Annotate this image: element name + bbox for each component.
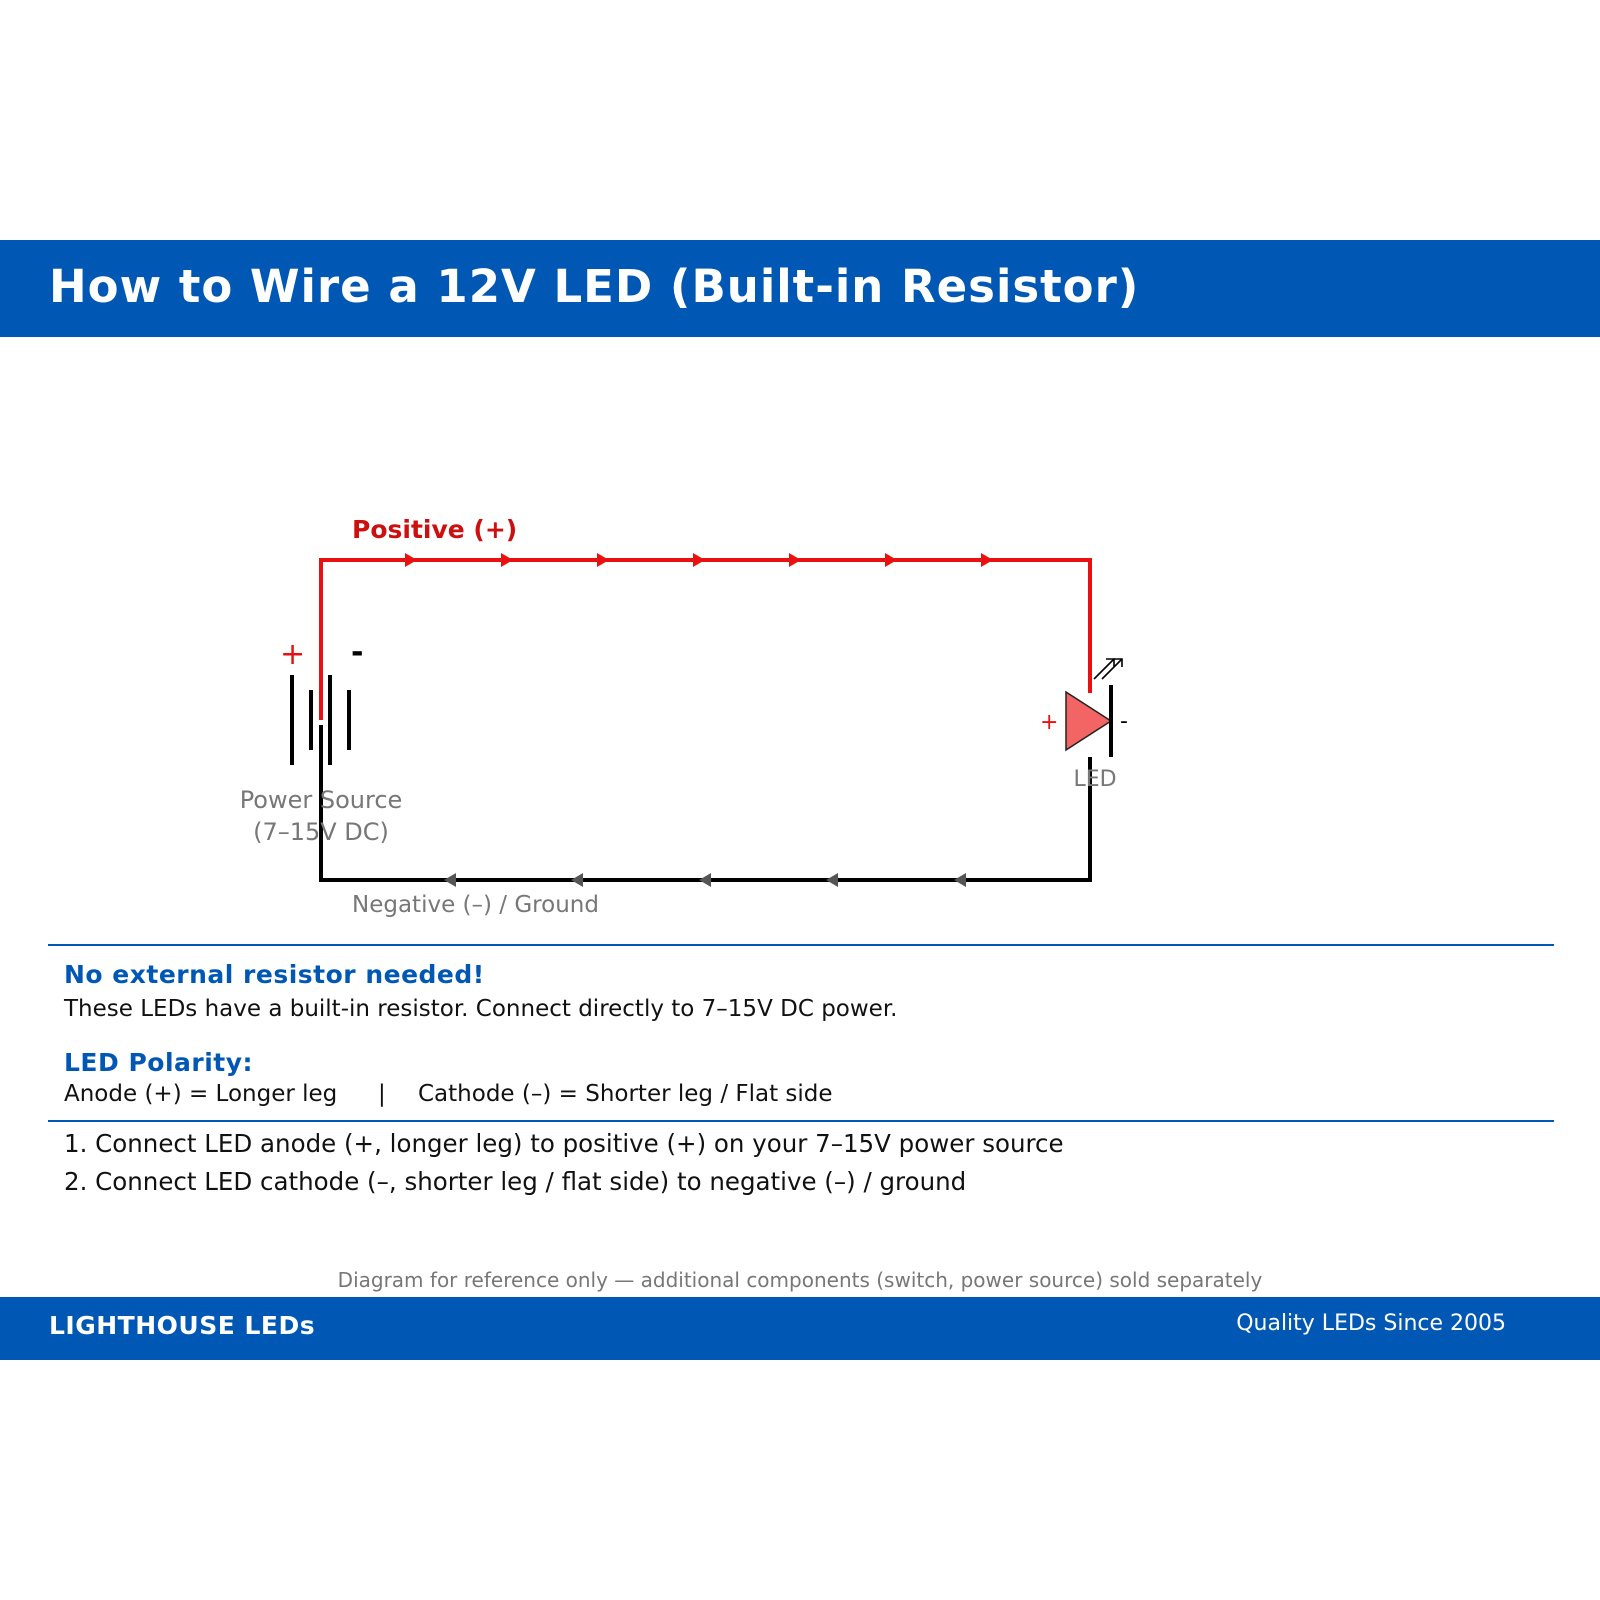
battery-label-line1: Power Source xyxy=(240,786,403,814)
battery-symbol xyxy=(290,675,351,765)
led-symbol xyxy=(1065,658,1123,757)
step-item: 1. Connect LED anode (+, longer leg) to … xyxy=(64,1129,1064,1158)
footer-bar: LIGHTHOUSE LEDs Quality LEDs Since 2005 xyxy=(0,1297,1600,1360)
led-plus-sign: + xyxy=(1040,710,1058,735)
battery-plus-sign: + xyxy=(280,637,305,672)
positive-wire-label: Positive (+) xyxy=(352,515,517,544)
current-arrow-icon xyxy=(954,873,966,887)
battery-label-line2: (7–15V DC) xyxy=(253,818,389,846)
current-arrow-icon xyxy=(981,553,993,567)
step-item: 2. Connect LED cathode (–, shorter leg /… xyxy=(64,1167,967,1196)
positive-wire xyxy=(319,558,1092,720)
battery-minus-sign: - xyxy=(351,635,363,670)
current-arrow-icon xyxy=(699,873,711,887)
current-arrow-icon xyxy=(789,553,801,567)
current-arrow-icon xyxy=(826,873,838,887)
current-arrow-icon xyxy=(501,553,513,567)
current-arrow-icon xyxy=(693,553,705,567)
divider xyxy=(48,944,1554,946)
light-emission-arrows-icon xyxy=(1093,658,1123,680)
polarity-anode: Anode (+) = Longer leg xyxy=(64,1081,338,1107)
footer-brand: LIGHTHOUSE LEDs xyxy=(49,1311,316,1340)
polarity-heading: LED Polarity: xyxy=(64,1048,254,1077)
positive-current-arrows xyxy=(405,553,993,567)
current-arrow-icon xyxy=(885,553,897,567)
polarity-cathode: Cathode (–) = Shorter leg / Flat side xyxy=(418,1081,833,1107)
disclaimer: Diagram for reference only — additional … xyxy=(337,1268,1263,1292)
current-arrow-icon xyxy=(571,873,583,887)
divider xyxy=(48,1120,1554,1122)
led-minus-sign: - xyxy=(1120,709,1128,734)
negative-current-arrows xyxy=(444,873,966,887)
footer-tagline: Quality LEDs Since 2005 xyxy=(1236,1311,1506,1336)
current-arrow-icon xyxy=(597,553,609,567)
info-heading: No external resistor needed! xyxy=(64,960,485,989)
page-title: How to Wire a 12V LED (Built-in Resistor… xyxy=(49,260,1140,313)
current-arrow-icon xyxy=(405,553,417,567)
negative-wire xyxy=(319,725,1092,882)
polarity-separator: | xyxy=(378,1081,386,1107)
current-arrow-icon xyxy=(444,873,456,887)
info-text: These LEDs have a built-in resistor. Con… xyxy=(64,996,898,1022)
negative-wire-label: Negative (–) / Ground xyxy=(352,892,599,918)
led-label: LED xyxy=(1073,767,1116,792)
header-bar: How to Wire a 12V LED (Built-in Resistor… xyxy=(0,240,1600,337)
